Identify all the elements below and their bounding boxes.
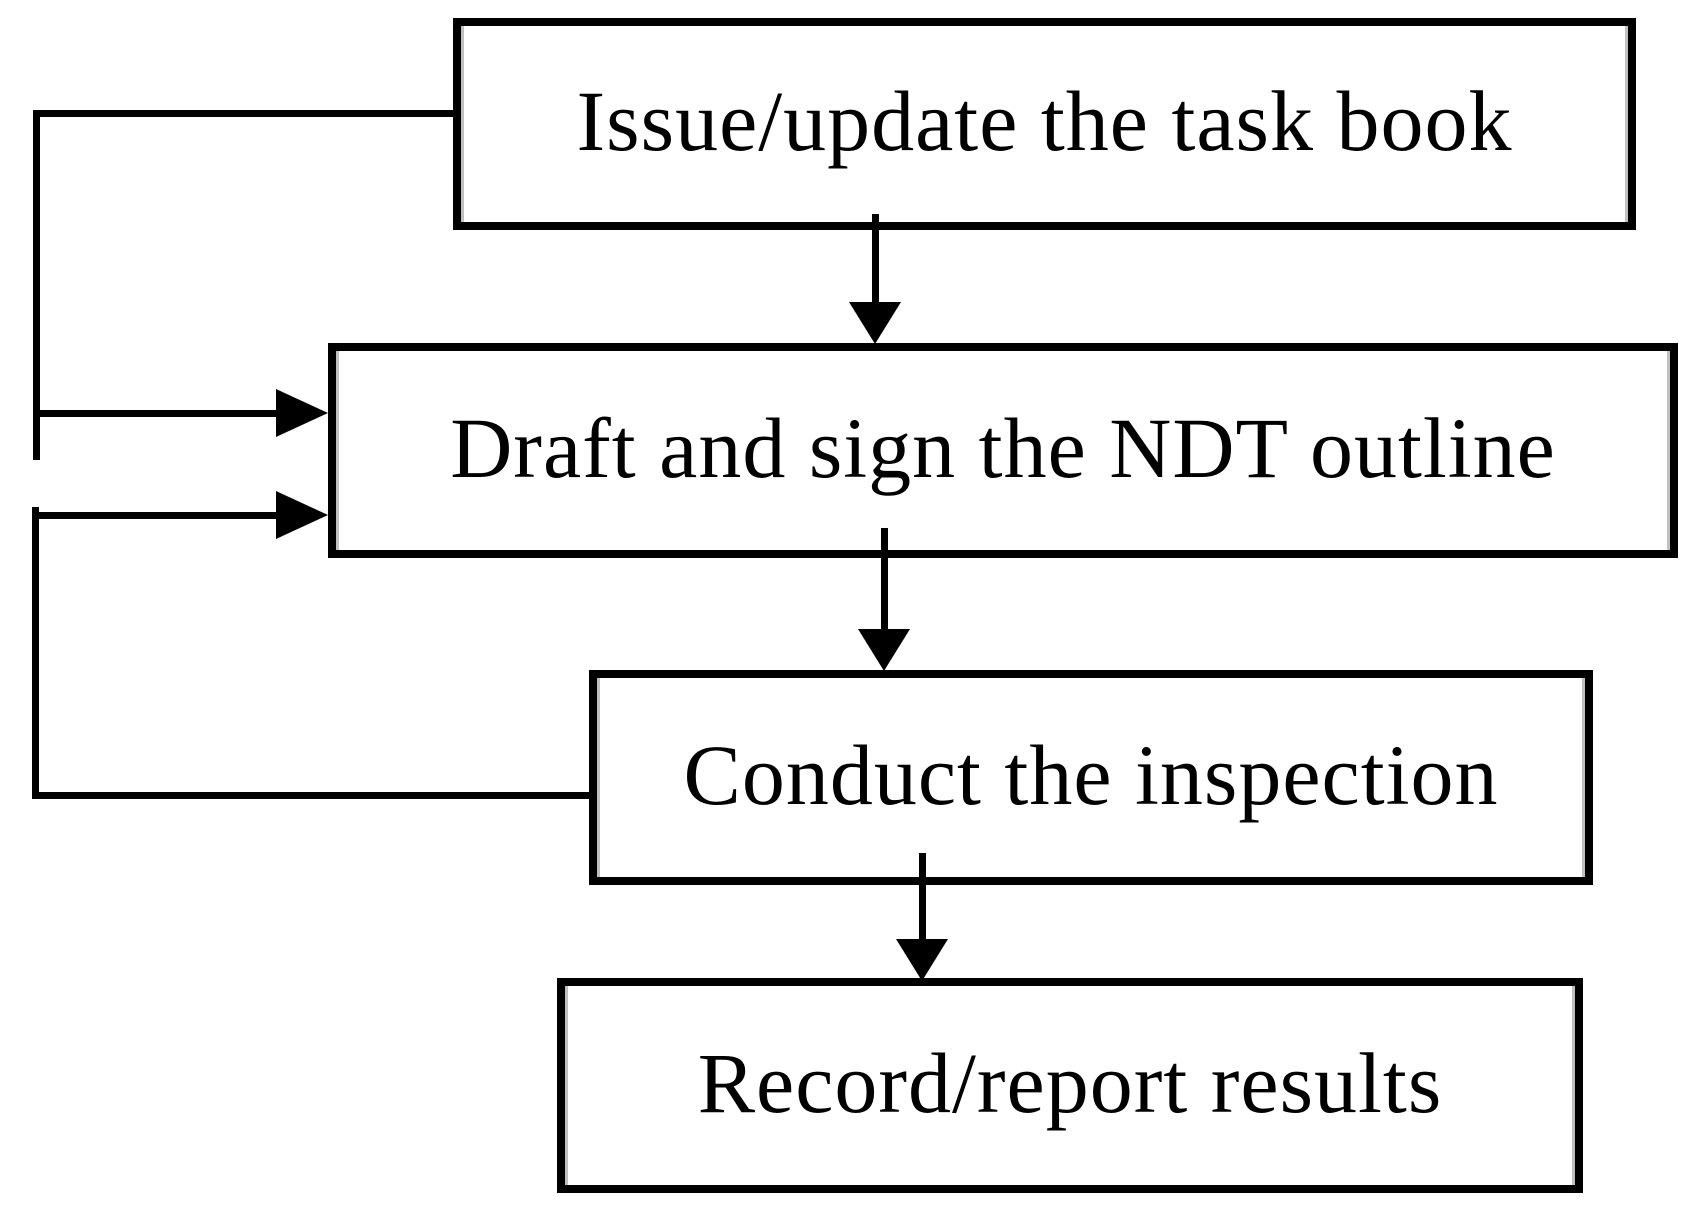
- connector-feedback2-bottom-horizontal: [32, 792, 593, 799]
- connector-feedback1-arrow-line: [33, 410, 278, 417]
- connector-main3-line: [919, 853, 926, 948]
- connector-feedback1-top-horizontal: [33, 110, 457, 117]
- arrowhead-main1-down-icon: [849, 302, 901, 344]
- arrowhead-feedback1-right-icon: [276, 389, 328, 437]
- node-issue-update-task-book-label: Issue/update the task book: [576, 73, 1513, 169]
- connector-feedback2-vertical: [32, 507, 39, 799]
- node-draft-sign-ndt-outline: Draft and sign the NDT outline: [328, 343, 1678, 558]
- node-conduct-inspection-label: Conduct the inspection: [683, 726, 1499, 823]
- node-conduct-inspection: Conduct the inspection: [589, 670, 1593, 885]
- connector-feedback2-arrow-line: [32, 512, 278, 519]
- node-issue-update-task-book: Issue/update the task book: [453, 18, 1636, 230]
- arrowhead-feedback2-right-icon: [276, 491, 328, 539]
- node-record-report-results: Record/report results: [557, 978, 1583, 1193]
- node-draft-sign-ndt-outline-label: Draft and sign the NDT outline: [450, 399, 1556, 496]
- node-record-report-results-label: Record/report results: [697, 1034, 1443, 1131]
- connector-feedback1-vertical: [33, 110, 40, 460]
- connector-main2-line: [881, 528, 888, 638]
- arrowhead-main2-down-icon: [858, 629, 910, 671]
- connector-main1-line: [872, 214, 879, 314]
- arrowhead-main3-down-icon: [896, 939, 948, 981]
